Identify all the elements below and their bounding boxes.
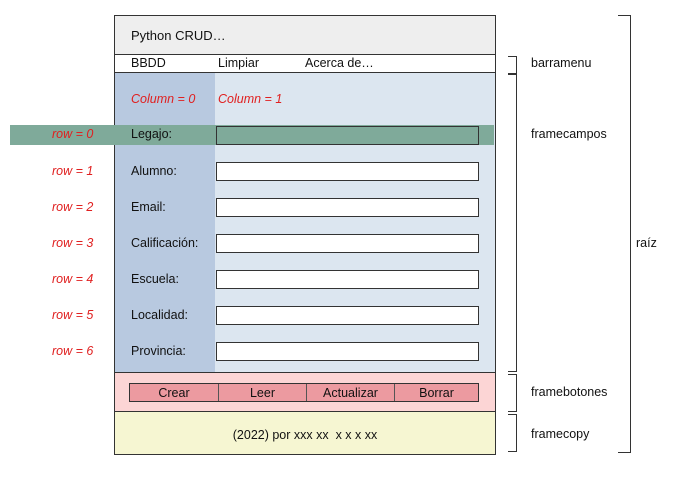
legajo-field[interactable] xyxy=(216,126,479,145)
row-6-indicator: row = 6 xyxy=(52,344,94,358)
framecopy-bracket xyxy=(508,414,517,452)
raiz-annotation: raíz xyxy=(636,236,657,250)
raiz-bracket xyxy=(618,15,631,453)
framebotones-bracket xyxy=(508,374,517,412)
framecampos-bracket xyxy=(508,74,517,372)
row-0-indicator: row = 0 xyxy=(52,127,94,141)
barramenu-annotation: barramenu xyxy=(531,56,592,70)
row-1-indicator: row = 1 xyxy=(52,164,94,178)
column-1-label: Column = 1 xyxy=(218,92,283,106)
column-0-label: Column = 0 xyxy=(131,92,196,106)
button-bar: Crear Leer Actualizar Borrar xyxy=(129,383,479,402)
label-escuela: Escuela: xyxy=(131,272,179,286)
label-provincia: Provincia: xyxy=(131,344,186,358)
leer-button[interactable]: Leer xyxy=(219,384,307,401)
crear-button[interactable]: Crear xyxy=(130,384,219,401)
framecopy-annotation: framecopy xyxy=(531,427,590,441)
provincia-field[interactable] xyxy=(216,342,479,361)
copyright-text: (2022) por xxx xx x x x xx xyxy=(232,428,378,442)
escuela-field[interactable] xyxy=(216,270,479,289)
label-email: Email: xyxy=(131,200,166,214)
row-5-indicator: row = 5 xyxy=(52,308,94,322)
window-title: Python CRUD… xyxy=(131,28,226,43)
label-calificacion: Calificación: xyxy=(131,236,199,250)
row-3-indicator: row = 3 xyxy=(52,236,94,250)
label-column xyxy=(115,73,215,372)
barramenu-bracket xyxy=(508,56,517,74)
label-legajo: Legajo: xyxy=(131,127,173,141)
calificacion-field[interactable] xyxy=(216,234,479,253)
localidad-field[interactable] xyxy=(216,306,479,325)
window xyxy=(114,15,496,455)
framebotones-annotation: framebotones xyxy=(531,385,608,399)
row-2-indicator: row = 2 xyxy=(52,200,94,214)
label-alumno: Alumno: xyxy=(131,164,177,178)
title-bar xyxy=(115,16,495,54)
framecampos-annotation: framecampos xyxy=(531,127,607,141)
menu-item-acerca[interactable]: Acerca de… xyxy=(305,56,374,70)
menu-item-limpiar[interactable]: Limpiar xyxy=(218,56,259,70)
alumno-field[interactable] xyxy=(216,162,479,181)
label-localidad: Localidad: xyxy=(131,308,188,322)
framecopy xyxy=(115,412,495,454)
email-field[interactable] xyxy=(216,198,479,217)
borrar-button[interactable]: Borrar xyxy=(419,385,454,400)
menu-bar xyxy=(115,54,495,73)
row-4-indicator: row = 4 xyxy=(52,272,94,286)
menu-item-bbdd[interactable]: BBDD xyxy=(131,56,166,70)
actualizar-button[interactable]: Actualizar xyxy=(307,384,395,401)
